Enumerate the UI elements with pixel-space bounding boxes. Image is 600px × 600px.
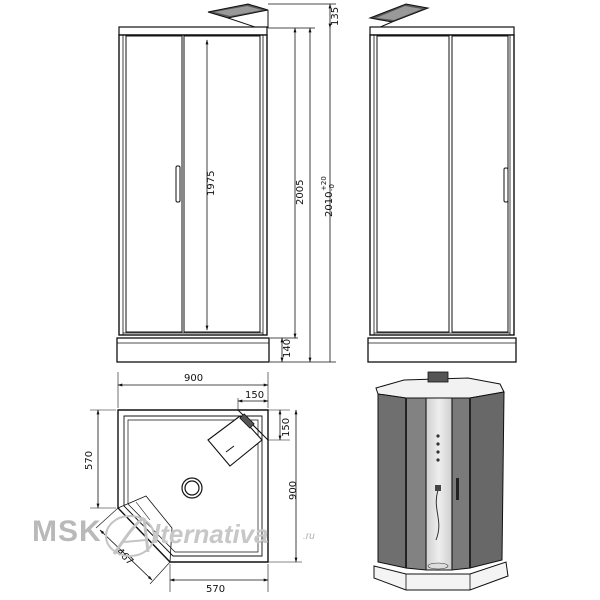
plan-view bbox=[117, 409, 269, 563]
side-panel-left bbox=[376, 35, 450, 333]
dim-total-tol-lower: -0 bbox=[328, 184, 336, 191]
persp-glass-front-right bbox=[451, 397, 471, 571]
front-frame bbox=[118, 34, 268, 336]
dim-total-tol-upper: +20 bbox=[320, 176, 328, 191]
plan-door-diagonal bbox=[117, 495, 173, 563]
front-door-handle bbox=[175, 165, 181, 203]
dim-body-height: 2005 bbox=[295, 180, 306, 205]
front-dimensions: 1975 2005 135 2010 +20 -0 140 bbox=[205, 3, 341, 363]
dim-corner-y: 150 bbox=[281, 418, 292, 437]
dim-tray-height: 140 bbox=[282, 339, 293, 358]
perspective-view bbox=[373, 371, 509, 591]
watermark-domain: .ru bbox=[303, 531, 315, 542]
dim-roof-height: 135 bbox=[330, 7, 341, 26]
front-view bbox=[116, 3, 270, 363]
dim-door-height: 1975 bbox=[206, 171, 217, 196]
plan-corner-panel bbox=[207, 415, 263, 467]
dim-side-left: 570 bbox=[84, 451, 95, 470]
dim-plan-depth: 900 bbox=[288, 481, 299, 500]
side-view bbox=[367, 3, 517, 363]
side-tray bbox=[367, 337, 517, 363]
persp-door-handle bbox=[456, 478, 459, 500]
dim-corner-x: 150 bbox=[245, 390, 264, 401]
front-tray bbox=[116, 337, 270, 363]
persp-tray bbox=[373, 561, 509, 591]
dim-side-bottom: 570 bbox=[206, 584, 225, 595]
front-door-right bbox=[183, 35, 261, 333]
front-top-rail bbox=[118, 26, 268, 36]
watermark-brand: MSK bbox=[32, 515, 102, 548]
persp-glass-front-left bbox=[405, 397, 427, 571]
persp-roof-shower bbox=[427, 371, 449, 383]
watermark-logo bbox=[105, 515, 155, 557]
dim-total-height: 2010 bbox=[324, 192, 335, 217]
dim-plan-width: 900 bbox=[184, 373, 203, 384]
watermark-text: lternativa bbox=[153, 519, 269, 549]
side-top-rail bbox=[369, 26, 515, 36]
persp-back-panel bbox=[425, 397, 453, 571]
persp-glass-left bbox=[377, 393, 407, 569]
persp-glass-right bbox=[469, 391, 505, 569]
side-frame bbox=[369, 34, 515, 336]
side-door-handle bbox=[503, 167, 509, 203]
